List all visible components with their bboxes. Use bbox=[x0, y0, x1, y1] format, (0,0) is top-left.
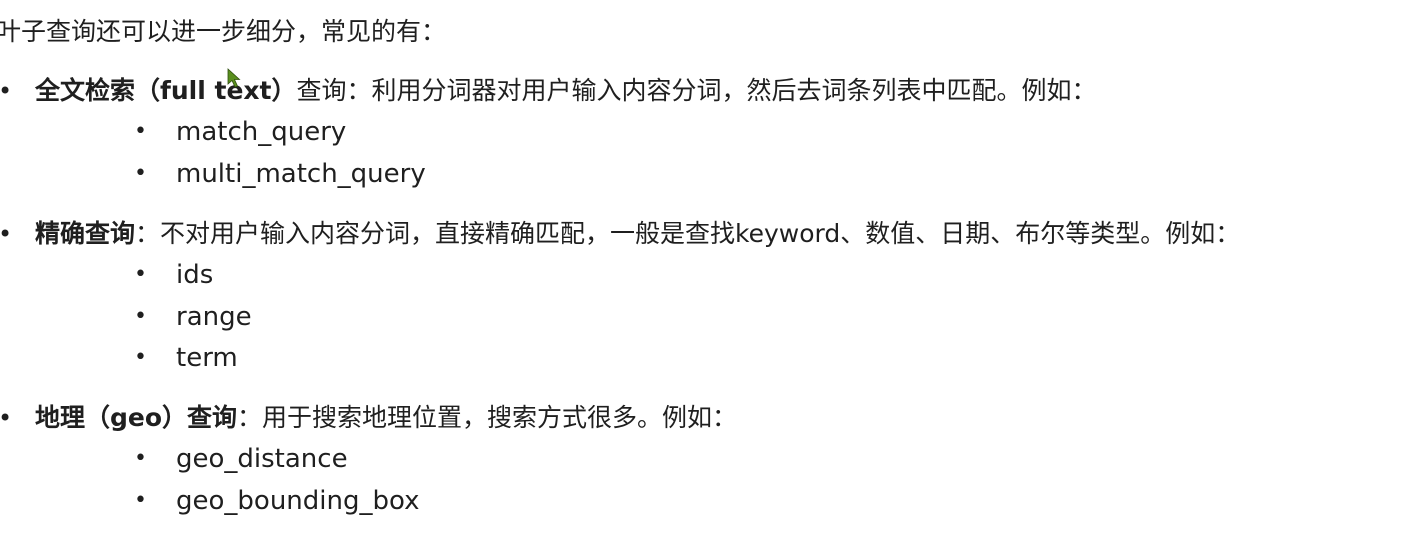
mouse-pointer-icon bbox=[227, 68, 241, 88]
list-item-label: match_query bbox=[176, 117, 347, 147]
section-heading: • 精确查询：不对用户输入内容分词，直接精确匹配，一般是查找keyword、数值… bbox=[0, 216, 1408, 252]
list-item: • multi_match_query bbox=[0, 156, 1408, 198]
section-exact: • 精确查询：不对用户输入内容分词，直接精确匹配，一般是查找keyword、数值… bbox=[0, 216, 1408, 382]
section-term: 全文检索（full text） bbox=[35, 76, 297, 105]
list-item: • geo_bounding_box bbox=[0, 483, 1408, 525]
bullet: • bbox=[0, 216, 12, 252]
example-list: • ids • range • term bbox=[0, 257, 1408, 382]
section-term: 地理（geo）查询 bbox=[35, 403, 238, 432]
section-geo: • 地理（geo）查询：用于搜索地理位置，搜索方式很多。例如： • geo_di… bbox=[0, 400, 1408, 524]
section-description: ：不对用户输入内容分词，直接精确匹配，一般是查找keyword、数值、日期、布尔… bbox=[135, 219, 1241, 248]
example-list: • match_query • multi_match_query bbox=[0, 114, 1408, 197]
section-description: ：用于搜索地理位置，搜索方式很多。例如： bbox=[237, 403, 738, 432]
list-item-label: multi_match_query bbox=[176, 158, 426, 189]
bullet: • bbox=[0, 73, 12, 109]
bullet: • bbox=[134, 303, 147, 329]
bullet: • bbox=[134, 446, 147, 471]
section-description: 查询：利用分词器对用户输入内容分词，然后去词条列表中匹配。例如： bbox=[296, 76, 1097, 105]
bullet: • bbox=[134, 119, 147, 144]
bullet: • bbox=[0, 400, 12, 436]
list-item: • geo_distance bbox=[0, 441, 1408, 483]
list-item-label: range bbox=[176, 301, 252, 332]
bullet: • bbox=[134, 262, 147, 287]
list-item: • range bbox=[0, 299, 1408, 341]
section-term: 精确查询 bbox=[35, 219, 136, 248]
list-item-label: geo_bounding_box bbox=[176, 485, 420, 516]
bullet: • bbox=[134, 160, 147, 186]
list-item-label: geo_distance bbox=[176, 444, 348, 474]
bullet: • bbox=[134, 345, 147, 370]
section-heading: • 地理（geo）查询：用于搜索地理位置，搜索方式很多。例如： bbox=[0, 400, 1408, 436]
section-full-text: • 全文检索（full text）查询：利用分词器对用户输入内容分词，然后去词条… bbox=[0, 73, 1408, 197]
section-heading: • 全文检索（full text）查询：利用分词器对用户输入内容分词，然后去词条… bbox=[0, 73, 1408, 109]
example-list: • geo_distance • geo_bounding_box bbox=[0, 441, 1408, 524]
intro-text: 叶子查询还可以进一步细分，常见的有： bbox=[0, 17, 447, 46]
list-item-label: term bbox=[176, 343, 238, 373]
list-item: • term bbox=[0, 340, 1408, 382]
bullet: • bbox=[134, 487, 147, 513]
list-item: • match_query bbox=[0, 114, 1408, 156]
list-item: • ids bbox=[0, 257, 1408, 299]
list-item-label: ids bbox=[176, 260, 214, 290]
